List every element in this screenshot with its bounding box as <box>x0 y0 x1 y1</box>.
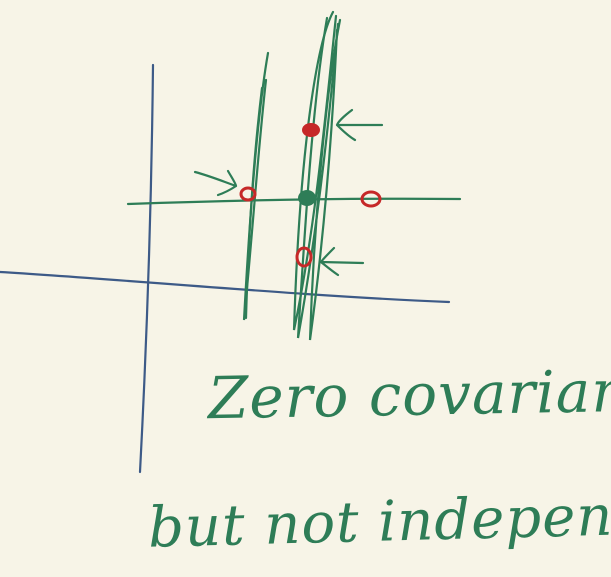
middle-strip-mid <box>296 16 340 339</box>
vertical-axis <box>138 63 155 474</box>
horizontal-line <box>126 197 462 206</box>
arrow-pointing-at-top-point-icon <box>335 108 384 142</box>
arrow-pointing-at-left-point-icon <box>193 169 238 197</box>
vertical-strips <box>242 10 342 341</box>
middle-strip-outer <box>292 10 338 331</box>
axes <box>0 63 451 474</box>
left-point <box>239 186 257 202</box>
horizontal-axis <box>0 270 451 304</box>
right-point <box>360 190 382 208</box>
points <box>239 123 382 268</box>
bottom-point <box>295 246 313 268</box>
middle-strip-inner <box>308 18 342 341</box>
caption-zero-covariance: Zero covariance <box>207 355 611 433</box>
center-point <box>298 190 316 206</box>
top-point <box>302 123 320 137</box>
left-strip-inner <box>244 86 264 320</box>
arrow-pointing-at-bottom-point-icon <box>319 246 365 277</box>
